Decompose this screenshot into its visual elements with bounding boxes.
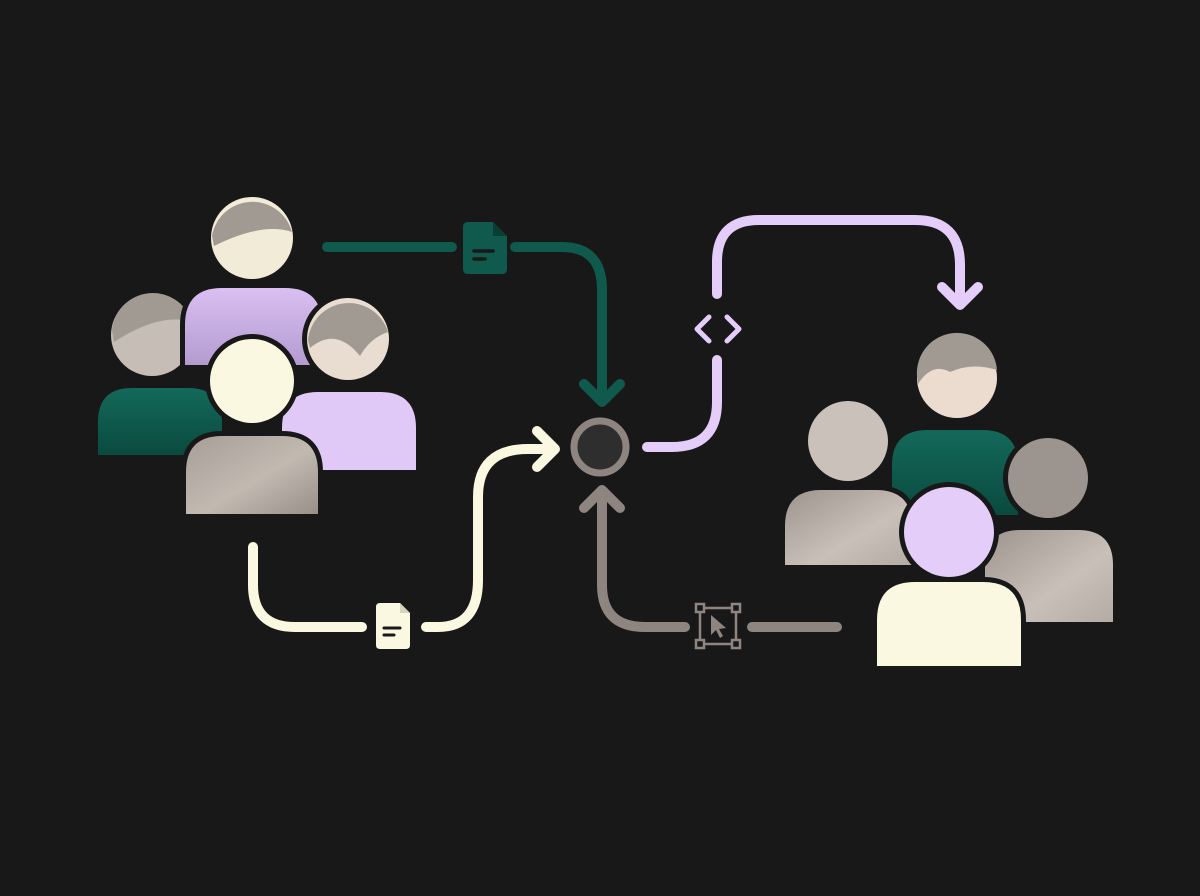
lavender-connector-line bbox=[642, 215, 965, 452]
left-team-group bbox=[93, 192, 421, 519]
teal-connector-line bbox=[322, 242, 607, 403]
code-brackets-icon bbox=[694, 314, 742, 344]
file-icon bbox=[463, 222, 507, 274]
teal-file-connector bbox=[322, 222, 625, 407]
person-top-lavender bbox=[180, 192, 327, 370]
person-front-cream bbox=[181, 334, 323, 519]
taupe-select-connector bbox=[579, 485, 842, 650]
hub-node-icon bbox=[570, 417, 630, 477]
lavender-arrowhead-icon bbox=[937, 282, 983, 310]
taupe-connector-line bbox=[597, 495, 842, 632]
cursor-select-icon bbox=[694, 602, 742, 650]
lavender-code-connector bbox=[642, 215, 983, 452]
cream-connector-line bbox=[248, 444, 555, 632]
cream-arrowhead-icon bbox=[532, 426, 560, 472]
teal-arrowhead-icon bbox=[579, 379, 625, 407]
right-team-group bbox=[780, 332, 1118, 671]
person-back-left-stone bbox=[780, 396, 917, 570]
cream-file-connector bbox=[248, 426, 560, 649]
person-front-lavender bbox=[872, 482, 1026, 671]
taupe-arrowhead-icon bbox=[579, 485, 625, 513]
file-icon bbox=[376, 603, 410, 649]
